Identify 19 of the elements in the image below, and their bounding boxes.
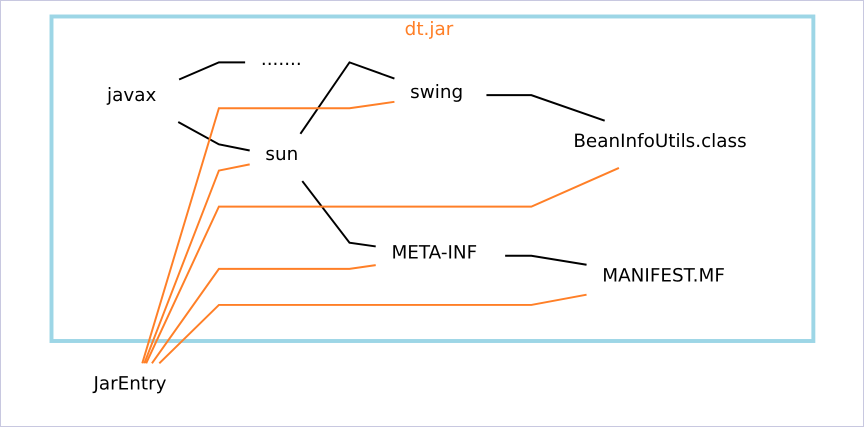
node-text: BeanInfoUtils.class [572, 131, 746, 152]
connector [158, 294, 586, 364]
connector [486, 94, 605, 122]
node-text: javax [106, 85, 156, 106]
connector [504, 254, 586, 266]
connector [299, 61, 394, 134]
connector [301, 180, 376, 248]
connector [177, 121, 250, 152]
node-text: MANIFEST.MF [602, 266, 724, 287]
node-text: JarEntry [93, 374, 166, 395]
node-text: swing [410, 82, 463, 104]
node-text: ....... [260, 49, 302, 70]
node-text: META-INF [391, 242, 477, 264]
connector [140, 100, 394, 364]
connector [178, 61, 245, 80]
connector [150, 264, 376, 364]
connector [144, 167, 619, 364]
node-text: sun [265, 144, 298, 166]
connector [142, 163, 250, 364]
